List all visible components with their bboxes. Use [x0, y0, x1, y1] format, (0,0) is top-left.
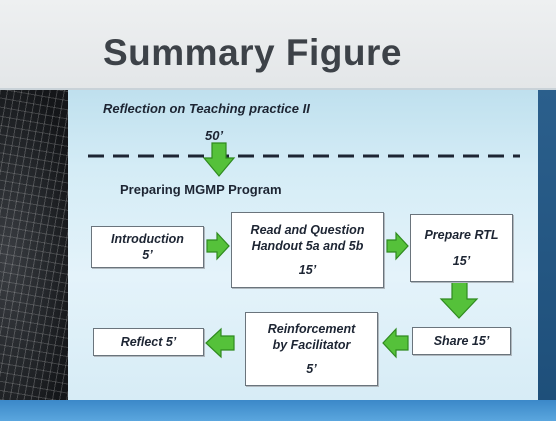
box-reflect: Reflect 5’ [93, 328, 204, 356]
right-accent-strip [538, 90, 556, 400]
box-share: Share 15’ [412, 327, 511, 355]
box-reinforcement: Reinforcement by Facilitator 5’ [245, 312, 378, 386]
right-arrow-intro-to-read [206, 231, 230, 261]
box-read-question: Read and Question Handout 5a and 5b 15’ [231, 212, 384, 288]
right-arrow-read-to-prepare [386, 231, 409, 261]
left-arrow-reinforcement-to-reflect [205, 327, 235, 359]
section-label: Preparing MGMP Program [120, 182, 282, 197]
reinforcement-line2: by Facilitator [272, 338, 351, 352]
title-divider [0, 88, 556, 91]
prepare-rtl-duration: 15’ [452, 254, 471, 268]
read-question-line1: Read and Question [250, 223, 365, 237]
read-question-duration: 15’ [298, 263, 317, 277]
bottom-accent-bar [0, 400, 556, 421]
left-arrow-share-to-reinforcement [382, 327, 409, 359]
reinforcement-duration: 5’ [306, 362, 317, 376]
down-arrow-prepare-to-share [439, 281, 479, 319]
title-band [0, 0, 556, 90]
share-label: Share 15’ [433, 334, 490, 348]
slide-title: Summary Figure [103, 32, 402, 73]
reinforcement-line1: Reinforcement [267, 322, 356, 336]
introduction-title: Introduction [111, 232, 184, 246]
introduction-duration: 5’ [142, 248, 153, 262]
down-arrow-timeline [202, 142, 236, 177]
reflect-label: Reflect 5’ [120, 335, 177, 349]
read-question-line2: Handout 5a and 5b [251, 239, 364, 253]
wireframe-decoration [0, 90, 68, 400]
box-prepare-rtl: Prepare RTL 15’ [410, 214, 513, 282]
prepare-rtl-title: Prepare RTL [424, 228, 499, 242]
reflection-label: Reflection on Teaching practice II [103, 101, 310, 116]
box-introduction: Introduction 5’ [91, 226, 204, 268]
reflection-duration: 50’ [205, 128, 224, 143]
